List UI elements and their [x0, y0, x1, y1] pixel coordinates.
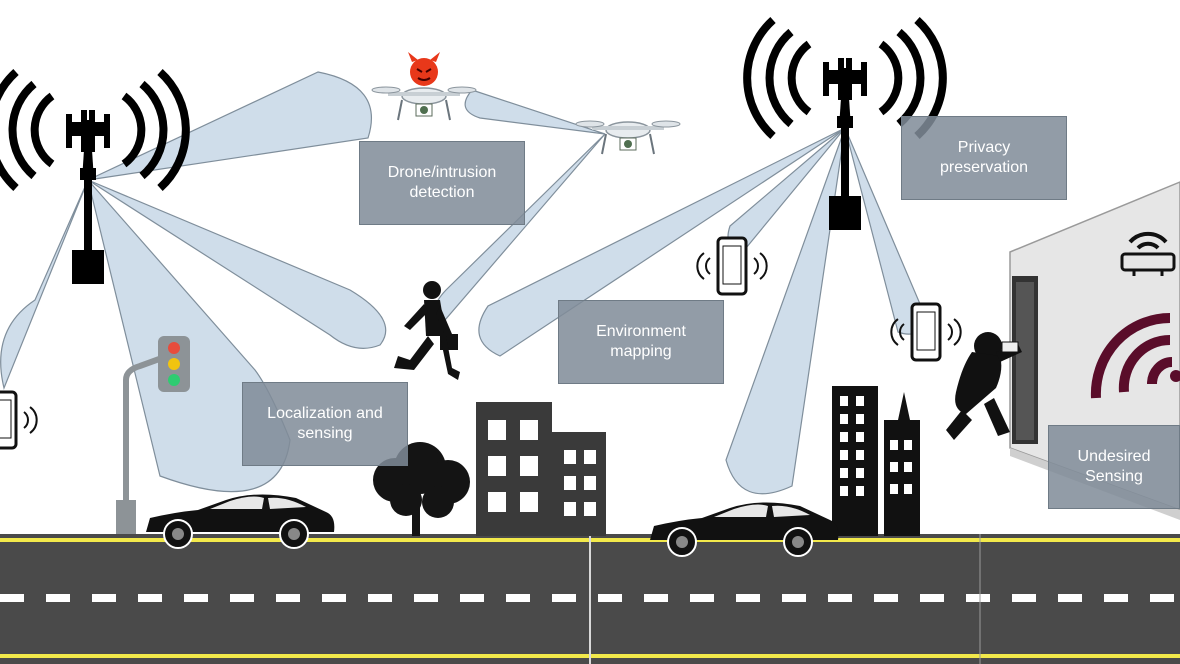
- beam-to-runner: [87, 179, 387, 349]
- beam-to-road-left: [0, 179, 89, 390]
- smartphone-icon: [695, 236, 769, 296]
- tower-icon: [747, 20, 943, 230]
- signal-wave-icon: [1090, 312, 1173, 399]
- wifi-router-icon: [1120, 231, 1176, 276]
- label-localization-and-sensing: Localization and sensing: [242, 382, 408, 466]
- smartphone-icon: [0, 390, 39, 450]
- building-icon: [476, 402, 606, 536]
- traffic-light-icon: [116, 336, 190, 534]
- running-person-icon: [394, 281, 460, 380]
- road: [0, 534, 1180, 664]
- beam-to-drone-right: [464, 89, 606, 135]
- beams-right-tower: [434, 89, 1180, 495]
- tower-icon: [0, 72, 186, 284]
- label-undesired-sensing: Undesired Sensing: [1048, 425, 1180, 509]
- thief-icon: [946, 332, 1022, 440]
- devil-face-icon: [410, 58, 438, 86]
- label-environment-mapping: Environment mapping: [558, 300, 724, 384]
- tree-icon: [373, 442, 470, 536]
- label-drone-intrusion-detection: Drone/intrusion detection: [359, 141, 525, 225]
- label-privacy-preservation: Privacy preservation: [901, 116, 1067, 200]
- evil-drone-icon: [371, 52, 477, 121]
- skyscraper-icon: [832, 386, 920, 536]
- beam-to-car-right: [725, 127, 846, 495]
- beam-to-building: [478, 127, 846, 357]
